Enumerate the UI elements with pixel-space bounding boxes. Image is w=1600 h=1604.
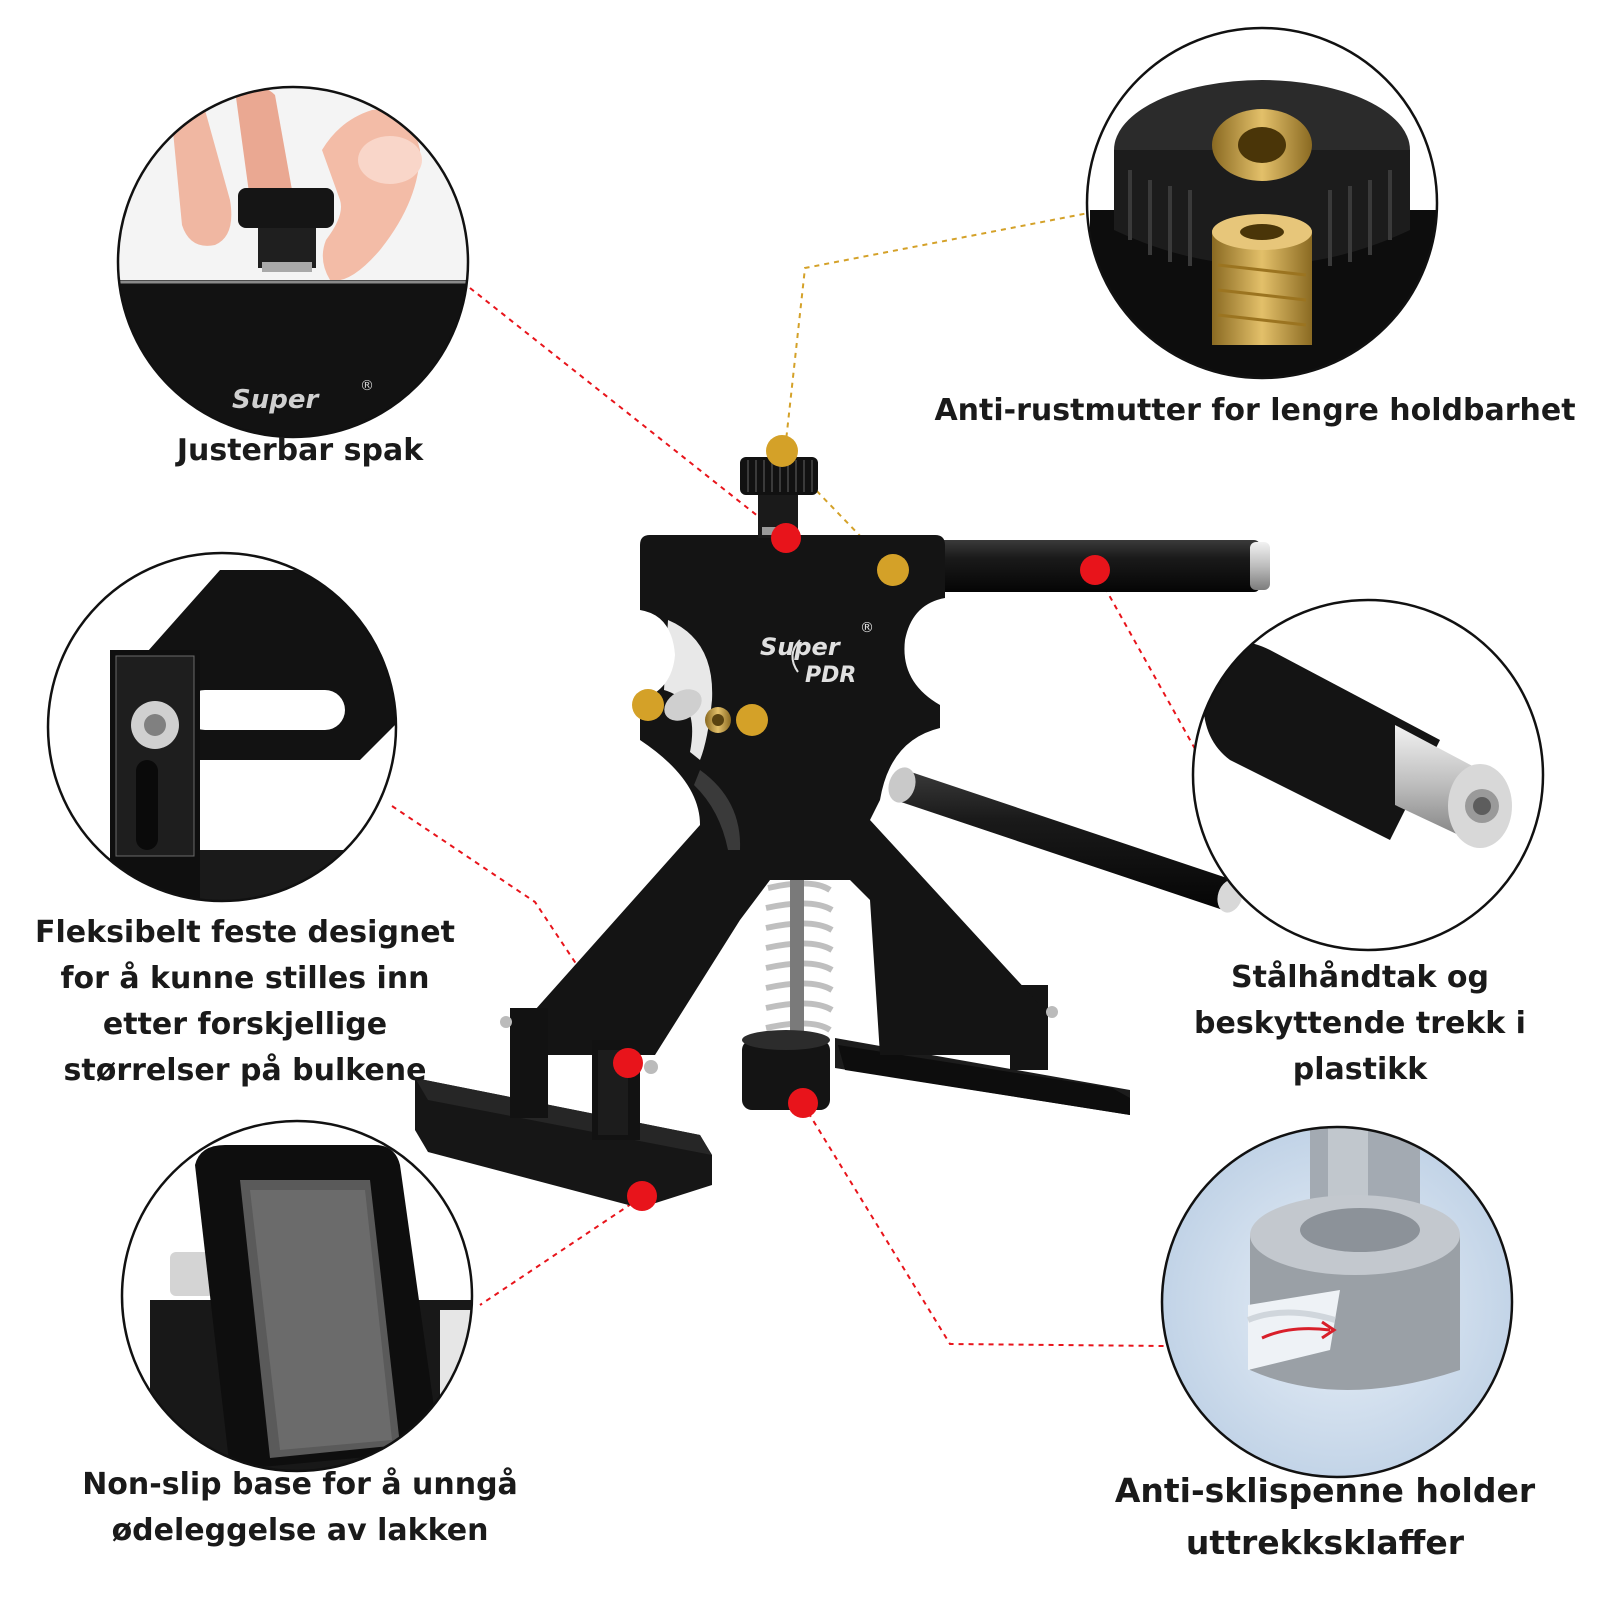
- gold-dot-bolt: [632, 689, 664, 721]
- red-markers: [613, 523, 1110, 1211]
- gold-dot-body: [877, 554, 909, 586]
- red-dot-base: [627, 1181, 657, 1211]
- handle-end-icon: [1191, 598, 1545, 952]
- caption-flexible-mount-line: for å kunne stilles inn: [60, 961, 430, 996]
- spring: [765, 880, 834, 1033]
- brand-logo-super: Super: [760, 633, 842, 661]
- caption-anti-slip-clip-line: Anti-sklispenne holder: [1114, 1471, 1536, 1510]
- leader-anti-slip-clip: [802, 1103, 1166, 1347]
- gold-markers: [632, 435, 909, 736]
- dent-puller-product: Super PDR ®: [415, 457, 1270, 1208]
- caption-steel-handle-line: beskyttende trekk i: [1194, 1006, 1526, 1041]
- slot-mount-icon: [46, 551, 398, 903]
- caption-flexible-mount-line: etter forskjellige: [102, 1007, 388, 1042]
- caption-flexible-mount-line: størrelser på bulkene: [63, 1053, 427, 1088]
- gold-dot-insert: [736, 704, 768, 736]
- zoom-brand-text: Super: [232, 385, 320, 415]
- puller-body: [535, 535, 1040, 1055]
- leader-non-slip-base: [479, 1197, 641, 1306]
- brass-nut-icon: [1085, 26, 1439, 380]
- brand-registered-mark: ®: [860, 620, 874, 636]
- caption-adjustable-lever-text: Justerbar spak: [176, 433, 424, 468]
- knob-adjust-icon: Super ®: [116, 85, 470, 439]
- caption-steel-handle-line: Stålhåndtak og: [1231, 960, 1489, 995]
- clip-sleeve-icon: [1160, 1125, 1514, 1479]
- base-pad-icon: [120, 1119, 474, 1473]
- red-dot-bracket: [613, 1048, 643, 1078]
- leader-anti-rust-nut: [784, 209, 1105, 451]
- caption-steel-handle-line: plastikk: [1292, 1052, 1428, 1087]
- caption-flexible-mount: Fleksibelt feste designet for å kunne st…: [20, 910, 470, 1094]
- caption-adjustable-lever: Justerbar spak: [150, 428, 450, 474]
- gold-dot-knob: [766, 435, 798, 467]
- leader-adjustable-lever: [469, 287, 789, 541]
- red-dot-handle: [1080, 555, 1110, 585]
- leader-flexible-mount: [391, 805, 641, 1061]
- caption-anti-slip-clip: Anti-sklispenne holder uttrekksklaffer: [1110, 1465, 1540, 1569]
- brand-logo-pdr: PDR: [805, 663, 856, 688]
- caption-anti-rust-nut-text: Anti-rustmutter for lengre holdbarhet: [934, 393, 1576, 428]
- caption-anti-rust-nut: Anti-rustmutter for lengre holdbarhet: [930, 388, 1580, 434]
- caption-non-slip-base: Non-slip base for å unngå ødeleggelse av…: [60, 1462, 540, 1554]
- red-dot-spring-foot: [788, 1088, 818, 1118]
- caption-non-slip-base-line: Non-slip base for å unngå: [82, 1467, 518, 1502]
- caption-non-slip-base-line: ødeleggelse av lakken: [111, 1513, 489, 1548]
- caption-flexible-mount-line: Fleksibelt feste designet: [35, 915, 455, 950]
- caption-steel-handle: Stålhåndtak og beskyttende trekk i plast…: [1170, 955, 1550, 1093]
- red-dot-knob: [771, 523, 801, 553]
- caption-anti-slip-clip-line: uttrekksklaffer: [1185, 1523, 1465, 1562]
- zoom-registered-mark: ®: [360, 378, 374, 394]
